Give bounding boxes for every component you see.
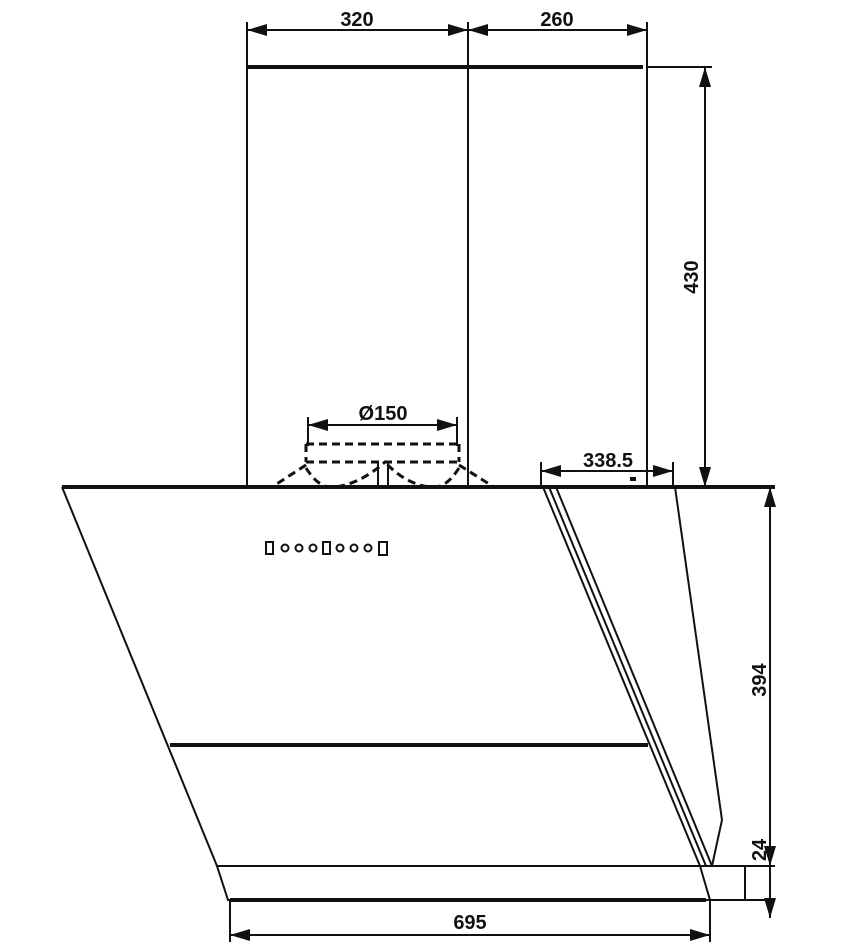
- control-button-round-icon: [294, 543, 304, 553]
- control-button-round-icon: [280, 543, 290, 553]
- dim-320: 320: [340, 9, 373, 31]
- dim-394: 394: [749, 662, 771, 696]
- control-button-square-icon: [322, 541, 331, 555]
- dim-260: 260: [540, 9, 573, 31]
- duct-outlet: [271, 417, 495, 489]
- control-button-round-icon: [363, 543, 373, 553]
- control-button-square-icon: [378, 541, 388, 556]
- control-button-round-icon: [349, 543, 359, 553]
- hood-body: [61, 485, 775, 902]
- control-button-round-icon: [335, 543, 345, 553]
- control-button-square-icon: [265, 541, 274, 555]
- control-button-round-icon: [308, 543, 318, 553]
- dim-338-5: 338.5: [583, 450, 633, 472]
- dim-430: 430: [681, 260, 703, 293]
- chimney: [246, 22, 712, 487]
- dim-duct-diameter: Ø150: [359, 403, 408, 425]
- dim-695: 695: [453, 912, 486, 934]
- control-panel: [265, 541, 388, 556]
- dim-24: 24: [749, 838, 771, 861]
